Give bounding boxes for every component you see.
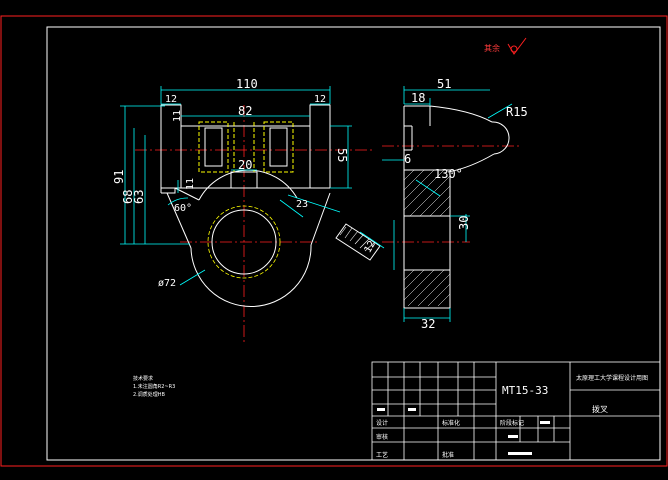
side-dim-6: 6 [404, 152, 411, 166]
front-rect-holes [198, 121, 294, 173]
notes-title: 技术要求 [133, 375, 153, 382]
section-dim-12: 12 [363, 239, 379, 255]
dim-angle-60: 60° [174, 203, 192, 214]
side-dim-51: 51 [437, 77, 451, 91]
tb-school: 太原理工大学课程设计用图 [576, 374, 648, 382]
dim-height-63: 63 [132, 190, 146, 204]
dim-right-height: 55 [335, 148, 349, 162]
side-dim-30: 30 [457, 216, 471, 230]
rotated-section: 12 [335, 223, 385, 261]
notes-line-2: 2.调质处理HB [133, 391, 166, 398]
tb-label-approve: 批准 [442, 451, 454, 459]
notes-line-1: 1.未注圆角R2~R3 [133, 383, 175, 390]
tb-label-stage: 阶段标记 [500, 419, 524, 427]
dim-left-step: 12 [165, 94, 177, 105]
dim-small-23: 23 [296, 199, 308, 210]
side-hatching [403, 169, 451, 307]
dim-right-step: 12 [314, 94, 326, 105]
drawing-border [46, 26, 661, 461]
dim-lower-step: 11 [185, 178, 196, 190]
tb-label-design: 设计 [376, 419, 388, 427]
tb-label-standard: 标准化 [442, 419, 460, 427]
dim-diameter-72: ø72 [158, 278, 176, 289]
dim-slot-width: 20 [238, 158, 252, 172]
front-dimension-lines [120, 86, 352, 286]
tb-label-check: 审核 [376, 433, 388, 441]
side-dimension-lines [382, 86, 513, 322]
technical-notes: 技术要求 1.未注圆角R2~R3 2.调质处理HB [133, 375, 175, 398]
bore-spline [207, 205, 281, 279]
dim-top-thickness: 11 [172, 110, 183, 122]
side-dim-130: 130° [434, 167, 463, 181]
tb-part-code: MT15-33 [502, 384, 548, 397]
title-block-marks [377, 408, 550, 455]
dim-height-91: 91 [112, 170, 126, 184]
side-view: 51 18 R15 6 130° 30 32 [382, 77, 528, 331]
title-block [371, 361, 661, 461]
title-block-texts: MT15-33 太原理工大学课程设计用图 拨叉 设计 标准化 审核 工艺 批准 … [376, 374, 648, 459]
side-dim-32: 32 [421, 317, 435, 331]
dim-height-68: 68 [121, 190, 135, 204]
sheet-frame [0, 15, 668, 467]
front-view: 110 12 12 82 11 55 20 11 91 68 63 60° ø7… [112, 77, 372, 345]
side-dim-18: 18 [411, 91, 425, 105]
dim-overall-width: 110 [236, 77, 258, 91]
side-body-outline [403, 105, 510, 309]
side-dim-r15: R15 [506, 105, 528, 119]
dim-inner-width: 82 [238, 104, 252, 118]
tb-part-name: 拨叉 [592, 404, 608, 414]
roughness-check-icon [507, 37, 527, 55]
surface-roughness-mark: 其余 [484, 37, 527, 55]
tb-label-process: 工艺 [376, 451, 388, 459]
surface-mark-label: 其余 [484, 43, 500, 53]
